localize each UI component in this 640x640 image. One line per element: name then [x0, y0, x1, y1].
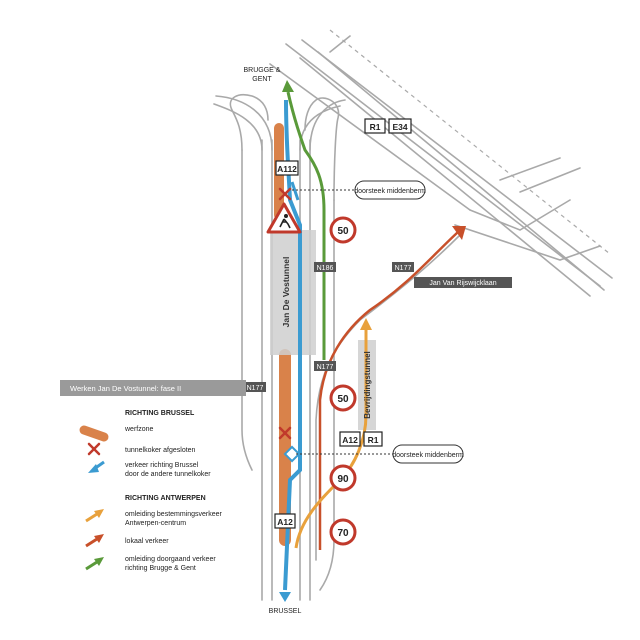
label-n177-mid: N177: [314, 361, 336, 371]
svg-text:A12: A12: [277, 517, 293, 527]
tunnel-jan-de-vos-bg: [270, 230, 316, 355]
north-destination-line2: GENT: [252, 76, 272, 83]
south-destination: BRUSSEL: [269, 608, 302, 615]
svg-text:N177: N177: [317, 364, 334, 371]
svg-text:R1: R1: [370, 122, 381, 132]
svg-text:E34: E34: [392, 122, 407, 132]
callout-bottom-box: [392, 444, 464, 464]
svg-text:70: 70: [337, 528, 349, 539]
speed-sign-2: 50: [329, 384, 357, 412]
svg-text:N186: N186: [317, 265, 334, 272]
svg-text:50: 50: [337, 226, 349, 237]
callout-leader-lines: [292, 189, 398, 455]
legend-header: Werken Jan De Vostunnel: fase II: [70, 384, 181, 393]
svg-text:50: 50: [337, 394, 349, 405]
tunnel-closed-cross-top: [278, 187, 292, 201]
legend-closed-cross-icon: [87, 442, 101, 456]
crossover-marker: [283, 445, 301, 463]
rust-arrow-northeast: [452, 226, 466, 240]
legend-verkeer-brussel-2: door de andere tunnelkoker: [125, 471, 211, 478]
legend-omleiding-doorgaand-2: richting Brugge & Gent: [125, 565, 196, 572]
legend-section-brussel: RICHTING BRUSSEL: [125, 410, 195, 417]
legend-section-antwerpen: RICHTING ANTWERPEN: [125, 495, 206, 502]
north-destination-line1: BRUGGE &: [244, 67, 281, 74]
svg-text:Jan Van Rijswijcklaan: Jan Van Rijswijcklaan: [429, 280, 496, 287]
legend-header-bar: [60, 380, 246, 396]
shield-r1-top: R1: [364, 118, 386, 134]
legend: Werken Jan De Vostunnel: fase II RICHTIN…: [60, 380, 246, 572]
blue-short-up: [290, 181, 300, 201]
green-arrow-north: [282, 80, 294, 92]
tunnel-secondary-label: Bevrijdingstunnel: [363, 351, 372, 419]
speed-sign-1: 50: [329, 216, 357, 244]
legend-orange-arrow-icon: [85, 509, 104, 523]
shield-a12-mid: A12: [339, 431, 361, 447]
label-n177-top: N177: [392, 262, 414, 272]
label-n186: N186: [314, 262, 336, 272]
shield-e34-top: E34: [388, 118, 412, 134]
orange-arrow-north: [360, 318, 372, 330]
callout-bottom: doorsteek middenberm: [392, 452, 464, 459]
shield-a112: A112: [275, 160, 299, 176]
tunnel-main-label: Jan De Vostunnel: [281, 257, 291, 328]
legend-werfzone: werfzone: [124, 426, 154, 433]
callout-top: doorsteek middenberm: [354, 188, 426, 195]
svg-text:R1: R1: [368, 435, 379, 445]
speed-sign-3: 90: [329, 464, 357, 492]
label-street-jan-van-rijswijcklaan: Jan Van Rijswijcklaan: [414, 277, 512, 288]
svg-text:A12: A12: [342, 435, 358, 445]
callout-top-box: [354, 180, 426, 200]
rust-route-lokaal: [318, 231, 459, 550]
legend-omleiding-bestemming-1: omleiding bestemmingsverkeer: [125, 511, 223, 518]
shield-a12-bottom: A12: [274, 513, 296, 529]
tunnel-closed-cross-bottom: [278, 426, 292, 440]
svg-text:N177: N177: [395, 265, 412, 272]
blue-arrow-south: [279, 592, 291, 602]
shield-r1-mid: R1: [363, 431, 383, 447]
green-route-brugge-gent: [286, 91, 326, 360]
legend-omleiding-bestemming-2: Antwerpen-centrum: [125, 520, 186, 527]
legend-omleiding-doorgaand-1: omleiding doorgaand verkeer: [125, 556, 216, 563]
legend-blue-arrow-icon: [88, 460, 105, 473]
label-n177-left: N177: [244, 382, 266, 392]
legend-verkeer-brussel-1: verkeer richting Brussel: [125, 462, 199, 469]
legend-green-arrow-icon: [85, 557, 104, 571]
roadwork-warning-icon: [266, 202, 302, 234]
legend-werfzone-swatch: [79, 425, 109, 442]
legend-lokaal-verkeer: lokaal verkeer: [125, 538, 169, 545]
svg-text:A112: A112: [277, 164, 297, 174]
svg-text:90: 90: [337, 474, 349, 485]
rail-line: [329, 29, 611, 255]
svg-text:N177: N177: [247, 385, 264, 392]
speed-sign-4: 70: [329, 518, 357, 546]
legend-tunnelkoker-afgesloten: tunnelkoker afgesloten: [125, 447, 196, 454]
legend-rust-arrow-icon: [85, 534, 104, 548]
